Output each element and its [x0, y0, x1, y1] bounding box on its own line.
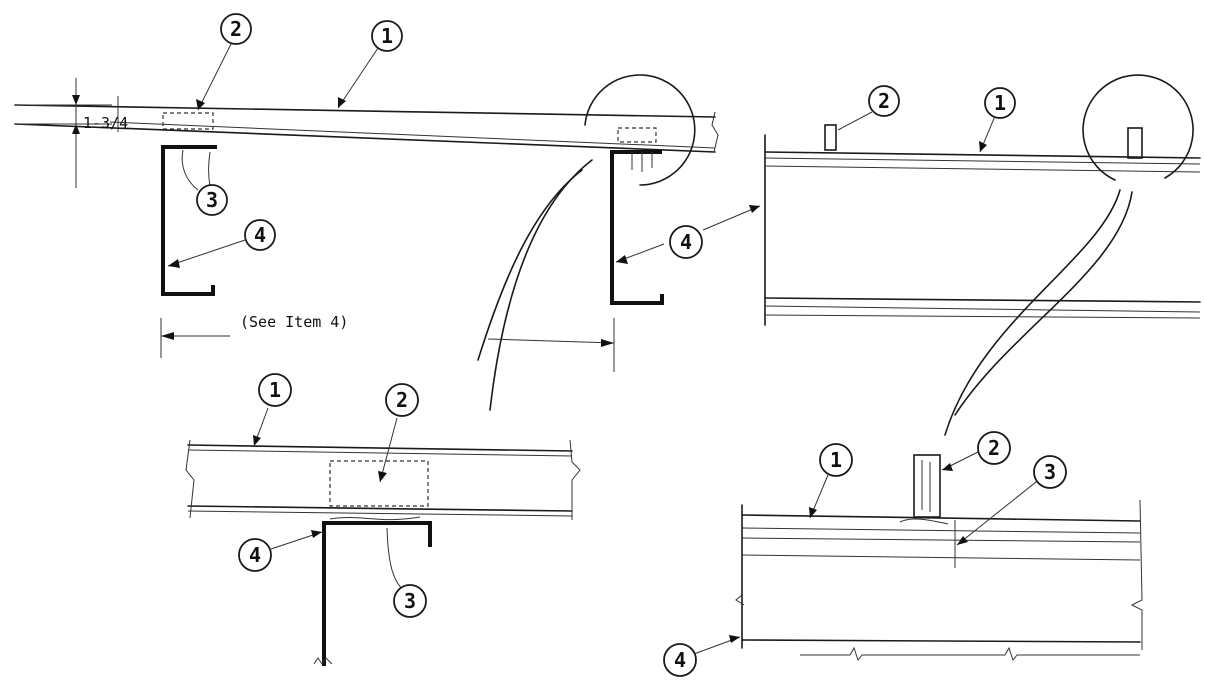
callout-3-section: 3	[196, 184, 228, 216]
elevation-view: 2 1	[764, 74, 1201, 436]
callout-4-label: 4	[249, 543, 261, 567]
callout-2-label: 2	[230, 17, 242, 41]
callout-1-section: 1	[371, 20, 403, 52]
callout-4-label: 4	[680, 230, 692, 254]
callout-1-section-detail: 1	[258, 373, 292, 407]
callout-3-elevation-detail: 3	[1033, 455, 1067, 489]
callout-1-label: 1	[994, 91, 1006, 115]
callout-1-label: 1	[381, 24, 393, 48]
callout-1-elevation: 1	[984, 87, 1016, 119]
callout-4-label: 4	[674, 648, 686, 672]
elevation-detail: 1 2 3 4	[663, 431, 1143, 677]
callout-3-section-detail: 3	[393, 584, 427, 618]
callout-4-section-left: 4	[244, 219, 276, 251]
callout-2-elevation: 2	[868, 85, 900, 117]
callout-3-label: 3	[206, 188, 218, 212]
callout-2-label: 2	[396, 388, 408, 412]
callout-1-label: 1	[830, 448, 842, 472]
callout-1-label: 1	[269, 378, 281, 402]
callout-2-section-detail: 2	[385, 383, 419, 417]
callout-4-section-detail: 4	[238, 538, 272, 572]
callout-4-elevation-detail: 4	[663, 643, 697, 677]
callout-4-label: 4	[254, 223, 266, 247]
span-dimension-label: (See Item 4)	[240, 313, 348, 331]
callout-3-label: 3	[404, 589, 416, 613]
section-view: 1-3/4 (See Item 4) 2 1 3	[14, 13, 761, 411]
section-detail: 1 2 4 3	[185, 373, 581, 666]
callout-2-label: 2	[988, 436, 1000, 460]
thickness-dimension-label: 1-3/4	[83, 114, 128, 132]
callout-4-section-right: 4	[669, 225, 703, 259]
callout-2-elevation-detail: 2	[977, 431, 1011, 465]
callout-2-label: 2	[878, 89, 890, 113]
callout-2-section: 2	[220, 13, 252, 45]
callout-1-elevation-detail: 1	[819, 443, 853, 477]
callout-3-label: 3	[1044, 460, 1056, 484]
